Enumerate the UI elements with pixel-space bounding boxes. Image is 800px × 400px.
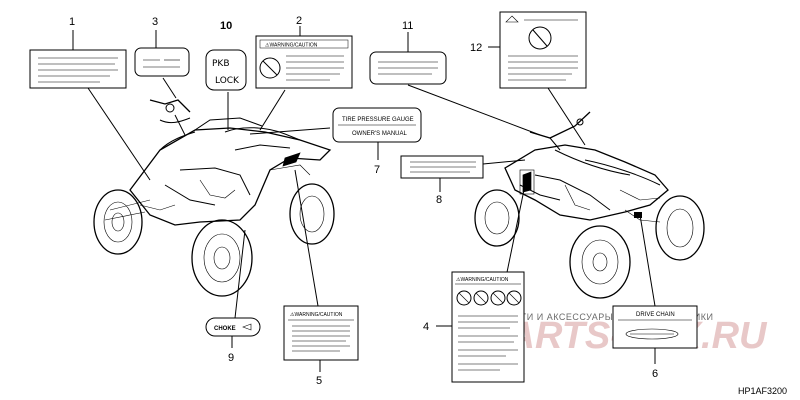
callout-10: 10 bbox=[220, 20, 232, 32]
label-11 bbox=[369, 32, 447, 85]
callout-12: 12 bbox=[470, 42, 482, 54]
atv-right-illustration bbox=[474, 111, 705, 299]
callout-6: 6 bbox=[652, 368, 658, 380]
leader-lines bbox=[87, 77, 656, 319]
diagram-code: HP1AF3200 bbox=[738, 386, 787, 396]
label-7-line2: OWNER'S MANUAL bbox=[352, 131, 407, 137]
label-4: ⚠WARNING/CAUTION bbox=[436, 271, 525, 383]
callout-1: 1 bbox=[69, 16, 75, 28]
callout-11: 11 bbox=[402, 20, 413, 32]
label-3 bbox=[134, 30, 190, 77]
label-2-header: ⚠WARNING/CAUTION bbox=[265, 43, 318, 49]
label-7-line1: TIRE PRESSURE GAUGE bbox=[342, 117, 414, 123]
label-1 bbox=[29, 30, 127, 89]
callout-5: 5 bbox=[316, 375, 322, 387]
callout-2: 2 bbox=[296, 15, 302, 27]
label-6: DRIVE CHAIN bbox=[612, 305, 698, 364]
label-10: PKB LOCK bbox=[205, 49, 247, 91]
callout-3: 3 bbox=[152, 16, 158, 28]
label-5-header: ⚠WARNING/CAUTION bbox=[290, 312, 343, 318]
label-12 bbox=[488, 11, 587, 89]
label-10-bottom-text: LOCK bbox=[215, 76, 240, 86]
atv-left-illustration bbox=[93, 99, 335, 297]
label-2: ⚠WARNING/CAUTION bbox=[255, 26, 353, 89]
callout-4: 4 bbox=[423, 321, 429, 333]
label-8 bbox=[400, 155, 484, 192]
callout-8: 8 bbox=[436, 194, 442, 206]
label-7: TIRE PRESSURE GAUGE OWNER'S MANUAL bbox=[332, 107, 422, 160]
label-10-top-text: PKB bbox=[212, 59, 230, 69]
label-9-text: CHOKE bbox=[214, 326, 236, 332]
callout-numbers: 1 2 3 4 5 6 7 8 9 10 11 12 bbox=[69, 15, 658, 387]
label-4-header: ⚠WARNING/CAUTION bbox=[456, 277, 509, 283]
label-6-text: DRIVE CHAIN bbox=[636, 312, 675, 318]
watermark-caption: ЗАПЧАСТИ И АКСЕССУАРЫ ДЛЯ МОТОТЕХНИКИ bbox=[482, 312, 713, 322]
callout-7: 7 bbox=[374, 164, 380, 176]
label-5: ⚠WARNING/CAUTION bbox=[283, 305, 359, 372]
callout-9: 9 bbox=[228, 352, 234, 364]
label-9: CHOKE bbox=[205, 317, 261, 348]
